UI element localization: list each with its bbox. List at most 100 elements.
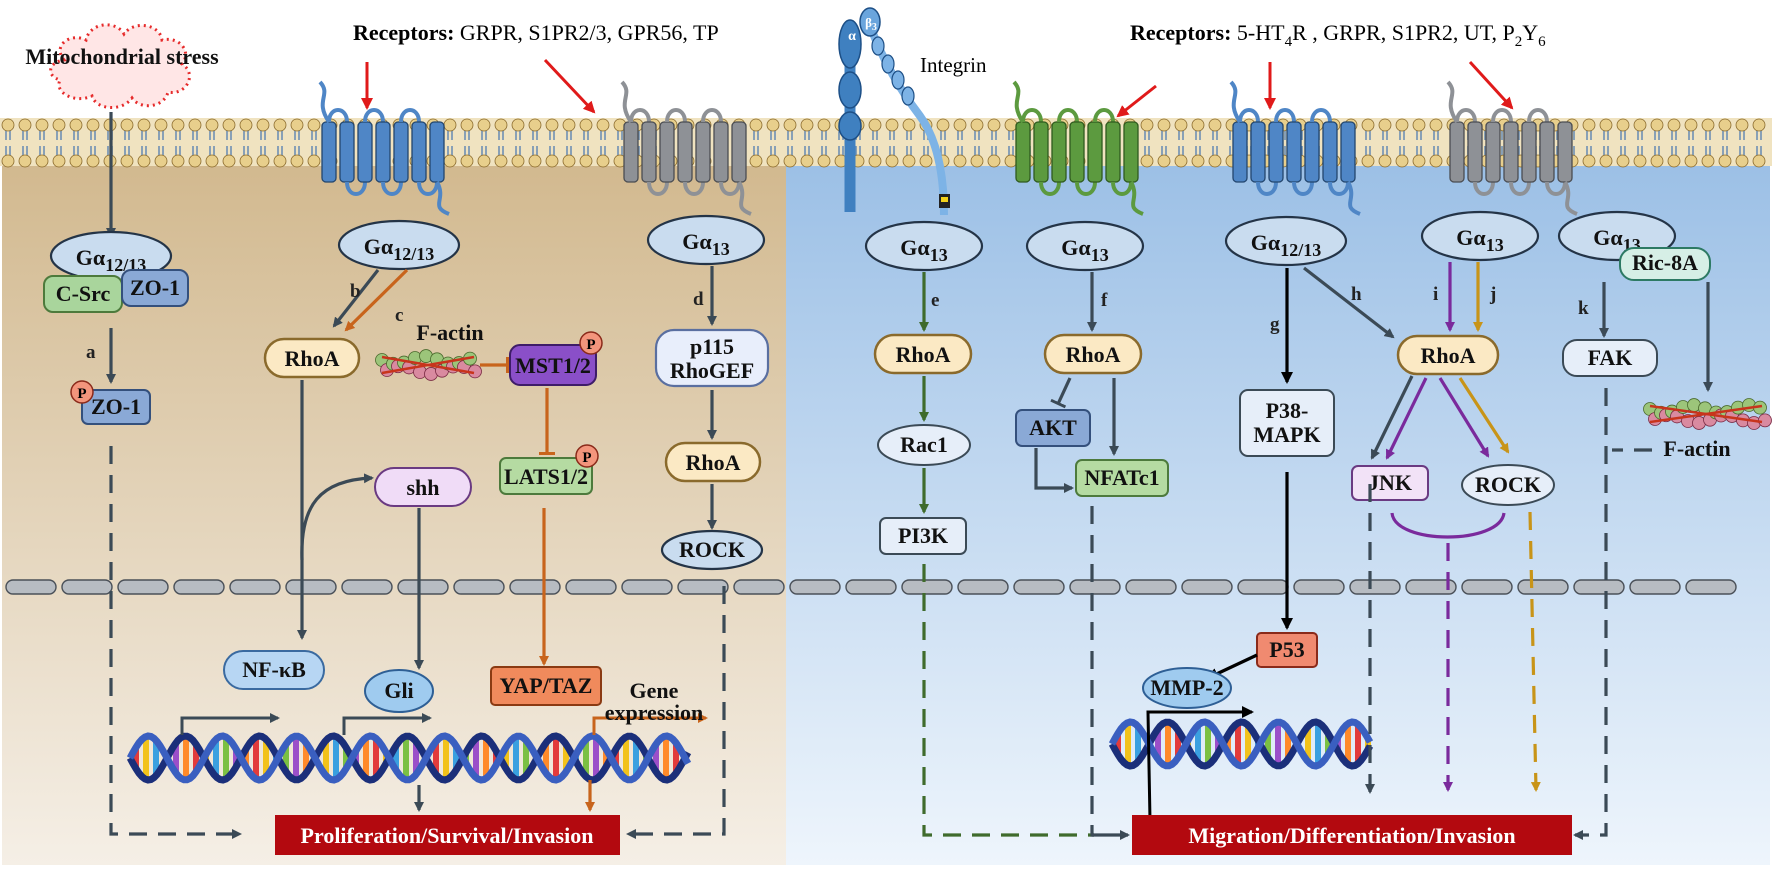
arrow-to-shh [300, 473, 374, 561]
shh-node [374, 467, 472, 507]
tss-arrow-left-2 [342, 713, 432, 735]
dash-zo1-to-outcome [109, 446, 242, 839]
dash-gold-to-outcome [1528, 511, 1541, 792]
step-f-label: f [1101, 290, 1108, 311]
phospho-icon-mst [579, 331, 603, 355]
tss-arrow-left-1 [180, 713, 280, 735]
step-g-label: g [1270, 314, 1280, 335]
akt-node [1015, 409, 1091, 447]
dna-helix-right [1108, 718, 1374, 770]
rhoa-node-f [1043, 333, 1143, 375]
outcome-right-box [1132, 815, 1572, 855]
fak-label: FAK [1588, 345, 1633, 370]
arrow-c [344, 268, 409, 332]
svg-text:Mitochondrial stress: Mitochondrial stress [25, 44, 219, 69]
p53-node [1256, 632, 1318, 668]
mst-node [509, 344, 597, 386]
c-src-label: C-Src [56, 281, 111, 306]
receptors-right-heading: Receptors: 5-HT4R , GRPR, S1PR2, UT, P2Y… [1130, 20, 1546, 50]
phospho-label-zo1: P [77, 386, 86, 402]
p115-node [654, 328, 770, 388]
nuclear-envelope [5, 579, 1737, 595]
step-e-label: e [931, 290, 939, 311]
dna-helix-left [126, 732, 692, 784]
arrow-rhoa-to-jnk [1385, 377, 1428, 460]
red-arrow-receptor-3 [1116, 84, 1157, 118]
gli-node [364, 669, 434, 713]
tss-arrow-right [1146, 706, 1254, 821]
arrow-rhoa-to-rock-gold [1458, 377, 1510, 454]
gpcr-green-right [1012, 80, 1144, 216]
factin-filament-right [1643, 398, 1772, 430]
rhoa-label-f: RhoA [1065, 342, 1120, 367]
lats-node [499, 457, 593, 495]
yap-taz-label: YAP/TAZ [500, 673, 593, 698]
phospho-icon-zo1 [70, 380, 94, 404]
gpcr-blue-left [318, 80, 450, 216]
nfatc1-node [1075, 459, 1169, 497]
phospho-label-mst: P [586, 337, 595, 353]
ric8a-node [1619, 247, 1711, 281]
pi3k-label: PI3K [898, 523, 948, 548]
zo1-top-node [121, 269, 189, 307]
ga13-node-e [864, 220, 984, 272]
purple-merge-arc [1390, 512, 1506, 539]
tss-arrow-left-3 [592, 713, 708, 735]
lats-label: LATS1/2 [504, 464, 588, 489]
mito-stress-label: Mitochondrial stress [25, 44, 219, 69]
rock-node-2 [1461, 464, 1555, 506]
rhoa-node-ij [1396, 334, 1500, 376]
phospho-label-lats: P [582, 450, 591, 466]
rhoa-node-2 [664, 441, 762, 483]
rhoa-label-ij: RhoA [1420, 343, 1475, 368]
rock-node-1 [660, 529, 764, 571]
step-k-label: k [1578, 298, 1589, 319]
integrin-label: Integrin [920, 53, 987, 77]
factin-label-2: F-actin [1663, 436, 1730, 461]
mmp2-label: MMP-2 [1150, 675, 1223, 700]
step-j-label: j [1489, 284, 1496, 305]
outcome-left-box [275, 815, 620, 855]
inhibit-rhoa-akt [1050, 377, 1072, 409]
yap-taz-node [490, 666, 602, 706]
ga13-node-ij [1420, 210, 1540, 262]
arrow-h [1303, 266, 1395, 339]
phospho-icon-lats [575, 444, 599, 468]
dash-pi3k-to-outcome [922, 564, 1094, 837]
mitochondrial-stress-cloud: Mitochondrial stress [25, 23, 219, 109]
step-a-label: a [86, 342, 96, 363]
rhoa-node-1 [263, 337, 361, 379]
dash-rock-to-outcome [626, 586, 726, 839]
rhoa-node-e [873, 333, 973, 375]
gpcr-gray-left [620, 80, 752, 216]
integrin-icon [838, 7, 950, 216]
zo1-phospho-node [81, 389, 151, 425]
step-b-label: b [350, 281, 361, 302]
arrow-b [332, 269, 380, 328]
pi3k-node [879, 517, 967, 555]
ga13-node-d [646, 214, 766, 266]
receptors-left-heading: Receptors: GRPR, S1PR2/3, GPR56, TP [353, 20, 719, 45]
rock-label-2: ROCK [1475, 472, 1541, 497]
ric8a-label: Ric-8A [1632, 250, 1698, 275]
fak-node [1562, 339, 1658, 377]
step-d-label: d [693, 289, 704, 310]
factin-filament-left [375, 349, 482, 381]
ga1213-node-gh [1224, 215, 1348, 267]
ga1213-node-b [337, 219, 461, 271]
rhoa-label-2: RhoA [685, 450, 740, 475]
mst-label: MST1/2 [515, 353, 591, 378]
p38-node [1239, 389, 1335, 457]
akt-label: AKT [1029, 415, 1077, 440]
zo1-phospho-label: ZO-1 [91, 394, 141, 419]
mmp2-node [1142, 667, 1232, 709]
nfatc1-label: NFATc1 [1084, 465, 1159, 490]
outcome-right-label: Migration/Differentiation/Invasion [1188, 823, 1515, 848]
zo1-top-label: ZO-1 [130, 275, 180, 300]
outcome-left-label: Proliferation/Survival/Invasion [301, 823, 594, 848]
p53-label: P53 [1269, 637, 1304, 662]
step-i-label: i [1433, 284, 1438, 305]
arrow-rhoa-to-jnk-dark [1370, 375, 1414, 460]
step-c-label: c [395, 305, 403, 326]
rhoa-label-1: RhoA [284, 346, 339, 371]
